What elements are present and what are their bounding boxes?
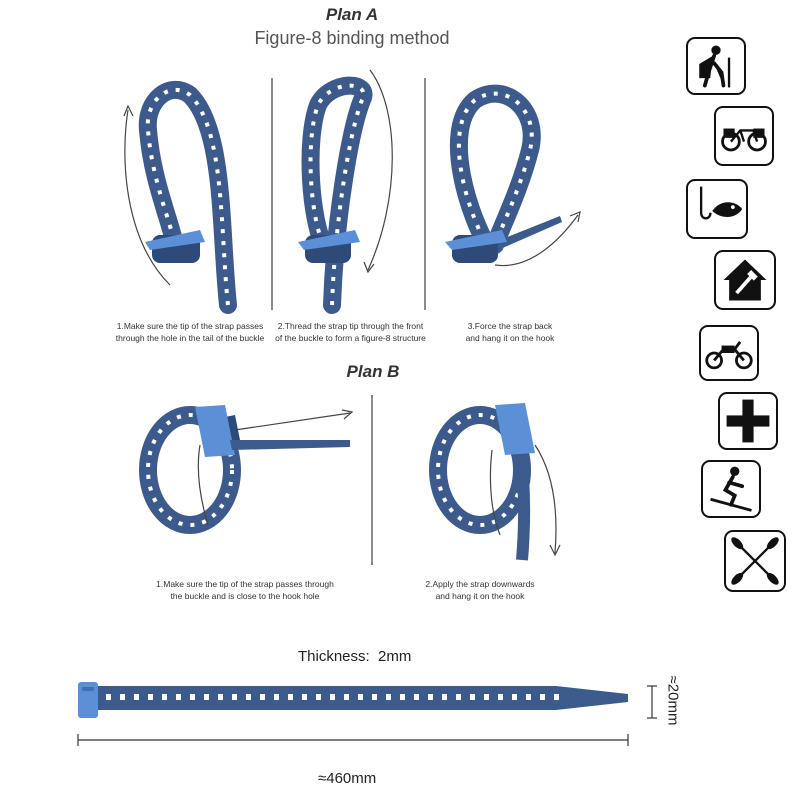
plan-a-title: Plan A bbox=[325, 5, 379, 24]
plan-b-step1-strap bbox=[139, 405, 354, 534]
width-spec: ≈20mm bbox=[664, 675, 682, 726]
skiing-icon bbox=[701, 460, 761, 518]
caption-line: 3.Force the strap back bbox=[467, 321, 553, 331]
home-repair-icon bbox=[714, 250, 776, 310]
plan-b-step2-strap bbox=[429, 403, 561, 561]
caption-line: and hang it on the hook bbox=[465, 333, 555, 343]
caption-line: and hang it on the hook bbox=[435, 591, 525, 601]
plan-a-step1-strap bbox=[123, 81, 237, 314]
caption-line: 1.Make sure the tip of the strap passes bbox=[116, 321, 264, 331]
plan-a-step-3-caption: 3.Force the strap back and hang it on th… bbox=[440, 320, 580, 344]
plan-a-subtitle: Figure-8 binding method bbox=[254, 28, 450, 48]
caption-line: the buckle and is close to the hook hole bbox=[170, 591, 320, 601]
plan-b-illustrations bbox=[139, 395, 561, 565]
fishing-icon bbox=[686, 179, 748, 239]
caption-line: 1.Make sure the tip of the strap passes … bbox=[156, 579, 334, 589]
width-dimension-line bbox=[647, 685, 657, 719]
caption-line: 2.Thread the strap tip through the front bbox=[277, 321, 424, 331]
strap-holes bbox=[106, 694, 559, 700]
plan-b-title: Plan B bbox=[346, 362, 400, 381]
thickness-value: 2mm bbox=[378, 648, 412, 665]
bicycle-icon bbox=[714, 106, 774, 166]
hiking-icon bbox=[686, 37, 746, 95]
caption-line: of the buckle to form a figure-8 structu… bbox=[275, 333, 426, 343]
caption-line: through the hole in the tail of the buck… bbox=[115, 333, 265, 343]
plan-b-step-1-caption: 1.Make sure the tip of the strap passes … bbox=[145, 578, 345, 602]
thickness-spec: Thickness: 2mm bbox=[298, 648, 411, 665]
strap-flat-view bbox=[77, 682, 629, 746]
plan-a-step2-strap bbox=[298, 69, 393, 314]
kayak-paddles-icon bbox=[724, 530, 786, 592]
length-spec: ≈460mm bbox=[318, 770, 377, 787]
plan-b-step-2-caption: 2.Apply the strap downwards and hang it … bbox=[415, 578, 545, 602]
plan-a-step-2-caption: 2.Thread the strap tip through the front… bbox=[268, 320, 433, 344]
plan-a-step-1-caption: 1.Make sure the tip of the strap passes … bbox=[105, 320, 275, 344]
motorcycle-icon bbox=[699, 325, 759, 381]
plan-a-step3-strap bbox=[445, 84, 581, 267]
thickness-label: Thickness: bbox=[298, 648, 370, 665]
plan-a-illustrations bbox=[123, 69, 581, 314]
caption-line: 2.Apply the strap downwards bbox=[425, 579, 535, 589]
first-aid-icon bbox=[718, 392, 778, 450]
